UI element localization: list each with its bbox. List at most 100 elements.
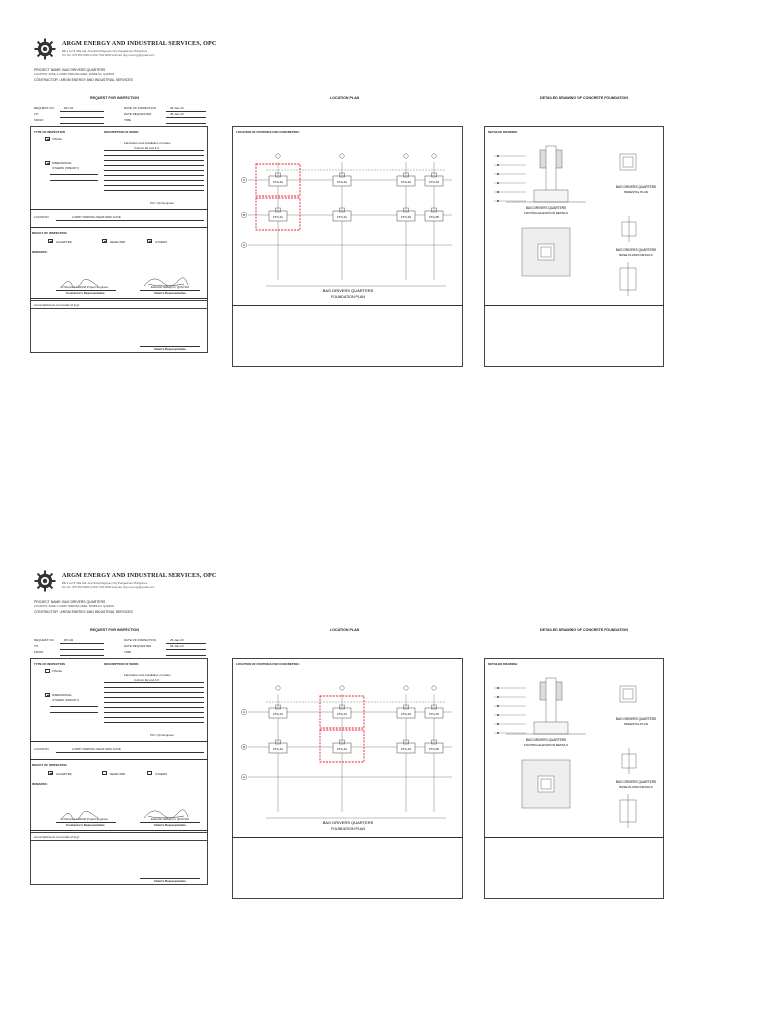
footing-detail-subtitle: FOOTING ELEVATION DETAILS [524, 743, 568, 747]
baseplate-subtitle: BASE PLATES DETAILS [619, 785, 652, 789]
project-contractor: CONTRACTOR : ARGM ENERGY AND INDUSTRIAL … [34, 610, 133, 614]
date-inspection-label: DATE OF INSPECTION [124, 106, 156, 110]
to-label: TO: [34, 112, 39, 116]
time-label: TIME [124, 650, 132, 654]
footing-mark [424, 175, 444, 187]
request-no-label: REQUEST NO. [34, 106, 55, 110]
others-line-2 [50, 180, 98, 181]
grid-bubble-label: C [243, 178, 246, 182]
contractor-signature-icon [61, 811, 99, 821]
grid-bubble [275, 685, 281, 691]
company-header: ARGM ENERGY AND INDUSTRIAL SERVICES, OPC… [34, 570, 334, 620]
client-signature-icon [143, 277, 189, 287]
others-label: OTHERS [155, 240, 168, 244]
accepted-label: ACCEPTED [56, 240, 72, 244]
type-of-inspection-label: TYPE OF INSPECTION [34, 662, 65, 666]
dimensional-checkbox[interactable] [45, 161, 50, 165]
description-rule [104, 692, 204, 693]
footing-label: FTG-01 [273, 215, 283, 219]
accomplish-sign-line [140, 346, 200, 347]
accepted-checkbox[interactable] [48, 771, 53, 775]
grid-bubble [241, 709, 247, 715]
description-rule [104, 160, 204, 161]
type-of-inspection-label: TYPE OF INSPECTION [34, 130, 65, 134]
footing-mark [268, 707, 288, 719]
footing-label: FTG-01 [273, 712, 283, 716]
client-sign-line [140, 822, 200, 823]
visual-checkbox[interactable] [45, 669, 50, 673]
highlight-box [255, 197, 301, 231]
location-plan-divider [232, 837, 463, 838]
others-checkbox[interactable] [147, 239, 152, 243]
location-value: LORRY PARKING NEAR MAIN GATE [72, 215, 121, 219]
grid-bubble [339, 685, 345, 691]
client-rep-name: Eduardo Gabayno / QCM SM [151, 285, 189, 289]
contractor-rep-label: Contractor's Representative [66, 823, 105, 827]
description-rule [104, 165, 204, 166]
footing-mark [424, 742, 444, 754]
project-location: LOCATION: ZONE 1 LORRY PARKING AREA, PAG… [34, 73, 115, 76]
result-label: RESULT OF INSPECTION [32, 231, 67, 235]
divider-1 [30, 741, 208, 742]
accepted-checkbox[interactable] [48, 239, 53, 243]
description-rule [104, 180, 204, 181]
accomplish-client-label: Client's Representative [154, 347, 186, 351]
section-location-plan-title: LOCATION PLAN [330, 628, 360, 632]
accomplishment-label: Accomplishment of remarks (if any) [34, 835, 80, 839]
dimensional-checkbox[interactable] [45, 693, 50, 697]
date-inspection-label: DATE OF INSPECTION [124, 638, 156, 642]
visual-label: VISUAL [52, 137, 63, 141]
divider-3 [30, 830, 208, 831]
highlight-box [319, 695, 365, 729]
footing-mark [332, 707, 352, 719]
rejected-label: REJECTED [110, 240, 126, 244]
project-location: LOCATION: ZONE 1 LORRY PARKING AREA, PAG… [34, 605, 115, 608]
client-sign-line [140, 290, 200, 291]
time-label: TIME [124, 118, 132, 122]
footing-label: FTG-05 [429, 747, 439, 751]
location-footings-label: LOCATION OF FOOTINGS FOR CONCRETING: [236, 662, 300, 666]
others-checkbox[interactable] [147, 771, 152, 775]
location-value: LORRY PARKING NEAR MAIN GATE [72, 747, 121, 751]
date-requested-value: 25-Jan-23 [170, 644, 184, 648]
contractor-sign-line [56, 822, 116, 823]
divider-1 [30, 209, 208, 210]
client-rep-label: Client's Representative [154, 291, 186, 295]
footing-label: FTG-05 [429, 215, 439, 219]
description-label: DESCRIPTION OF WORK [104, 662, 139, 666]
project-name: PROJECT NAME: BAG DRIVERS QUARTERS [34, 68, 106, 72]
request-no-line [60, 111, 104, 112]
footing-mark [396, 210, 416, 222]
date-requested-label: DATE REQUESTED [124, 112, 152, 116]
company-contact: Tel. No. 075 653 0000 ● 0917 000 0000 ● … [62, 53, 155, 57]
footing-mark [424, 707, 444, 719]
footing-label: FTG-01 [337, 215, 347, 219]
description-rule [104, 717, 204, 718]
highlight-box [319, 729, 365, 763]
grid-bubble-label: B [243, 213, 245, 217]
rejected-label: REJECTED [110, 772, 126, 776]
description-line-1: Fabrication and installation of rebars [124, 141, 171, 145]
rejected-checkbox[interactable] [102, 239, 107, 243]
visual-checkbox[interactable] [45, 137, 50, 141]
gear-logo-icon [34, 570, 56, 592]
rfi-sheet-1: ARGM ENERGY AND INDUSTRIAL SERVICES, OPC… [0, 28, 768, 448]
date-inspection-line [166, 111, 206, 112]
footing-mark [268, 175, 288, 187]
accepted-label: ACCEPTED [56, 772, 72, 776]
rfi-form-box [30, 658, 208, 841]
pic-label: PIC / QC Engineer [150, 201, 174, 205]
footing-label: FTG-04 [429, 712, 439, 716]
location-plan-box [232, 658, 463, 899]
plan-subtitle: FOUNDATION PLAN [331, 295, 365, 299]
to-label: TO: [34, 644, 39, 648]
description-rule [104, 190, 204, 191]
plan-title: BAG DRIVERS QUARTERS [323, 288, 374, 293]
description-line-1: Fabrication and installation of rebars [124, 673, 171, 677]
contractor-rep-name: JC Ramirez / ARGM Project Engineer [60, 817, 109, 821]
description-rule [104, 155, 204, 156]
rejected-checkbox[interactable] [102, 771, 107, 775]
pedestal-title: BAG DRIVERS QUARTERS [616, 185, 656, 189]
